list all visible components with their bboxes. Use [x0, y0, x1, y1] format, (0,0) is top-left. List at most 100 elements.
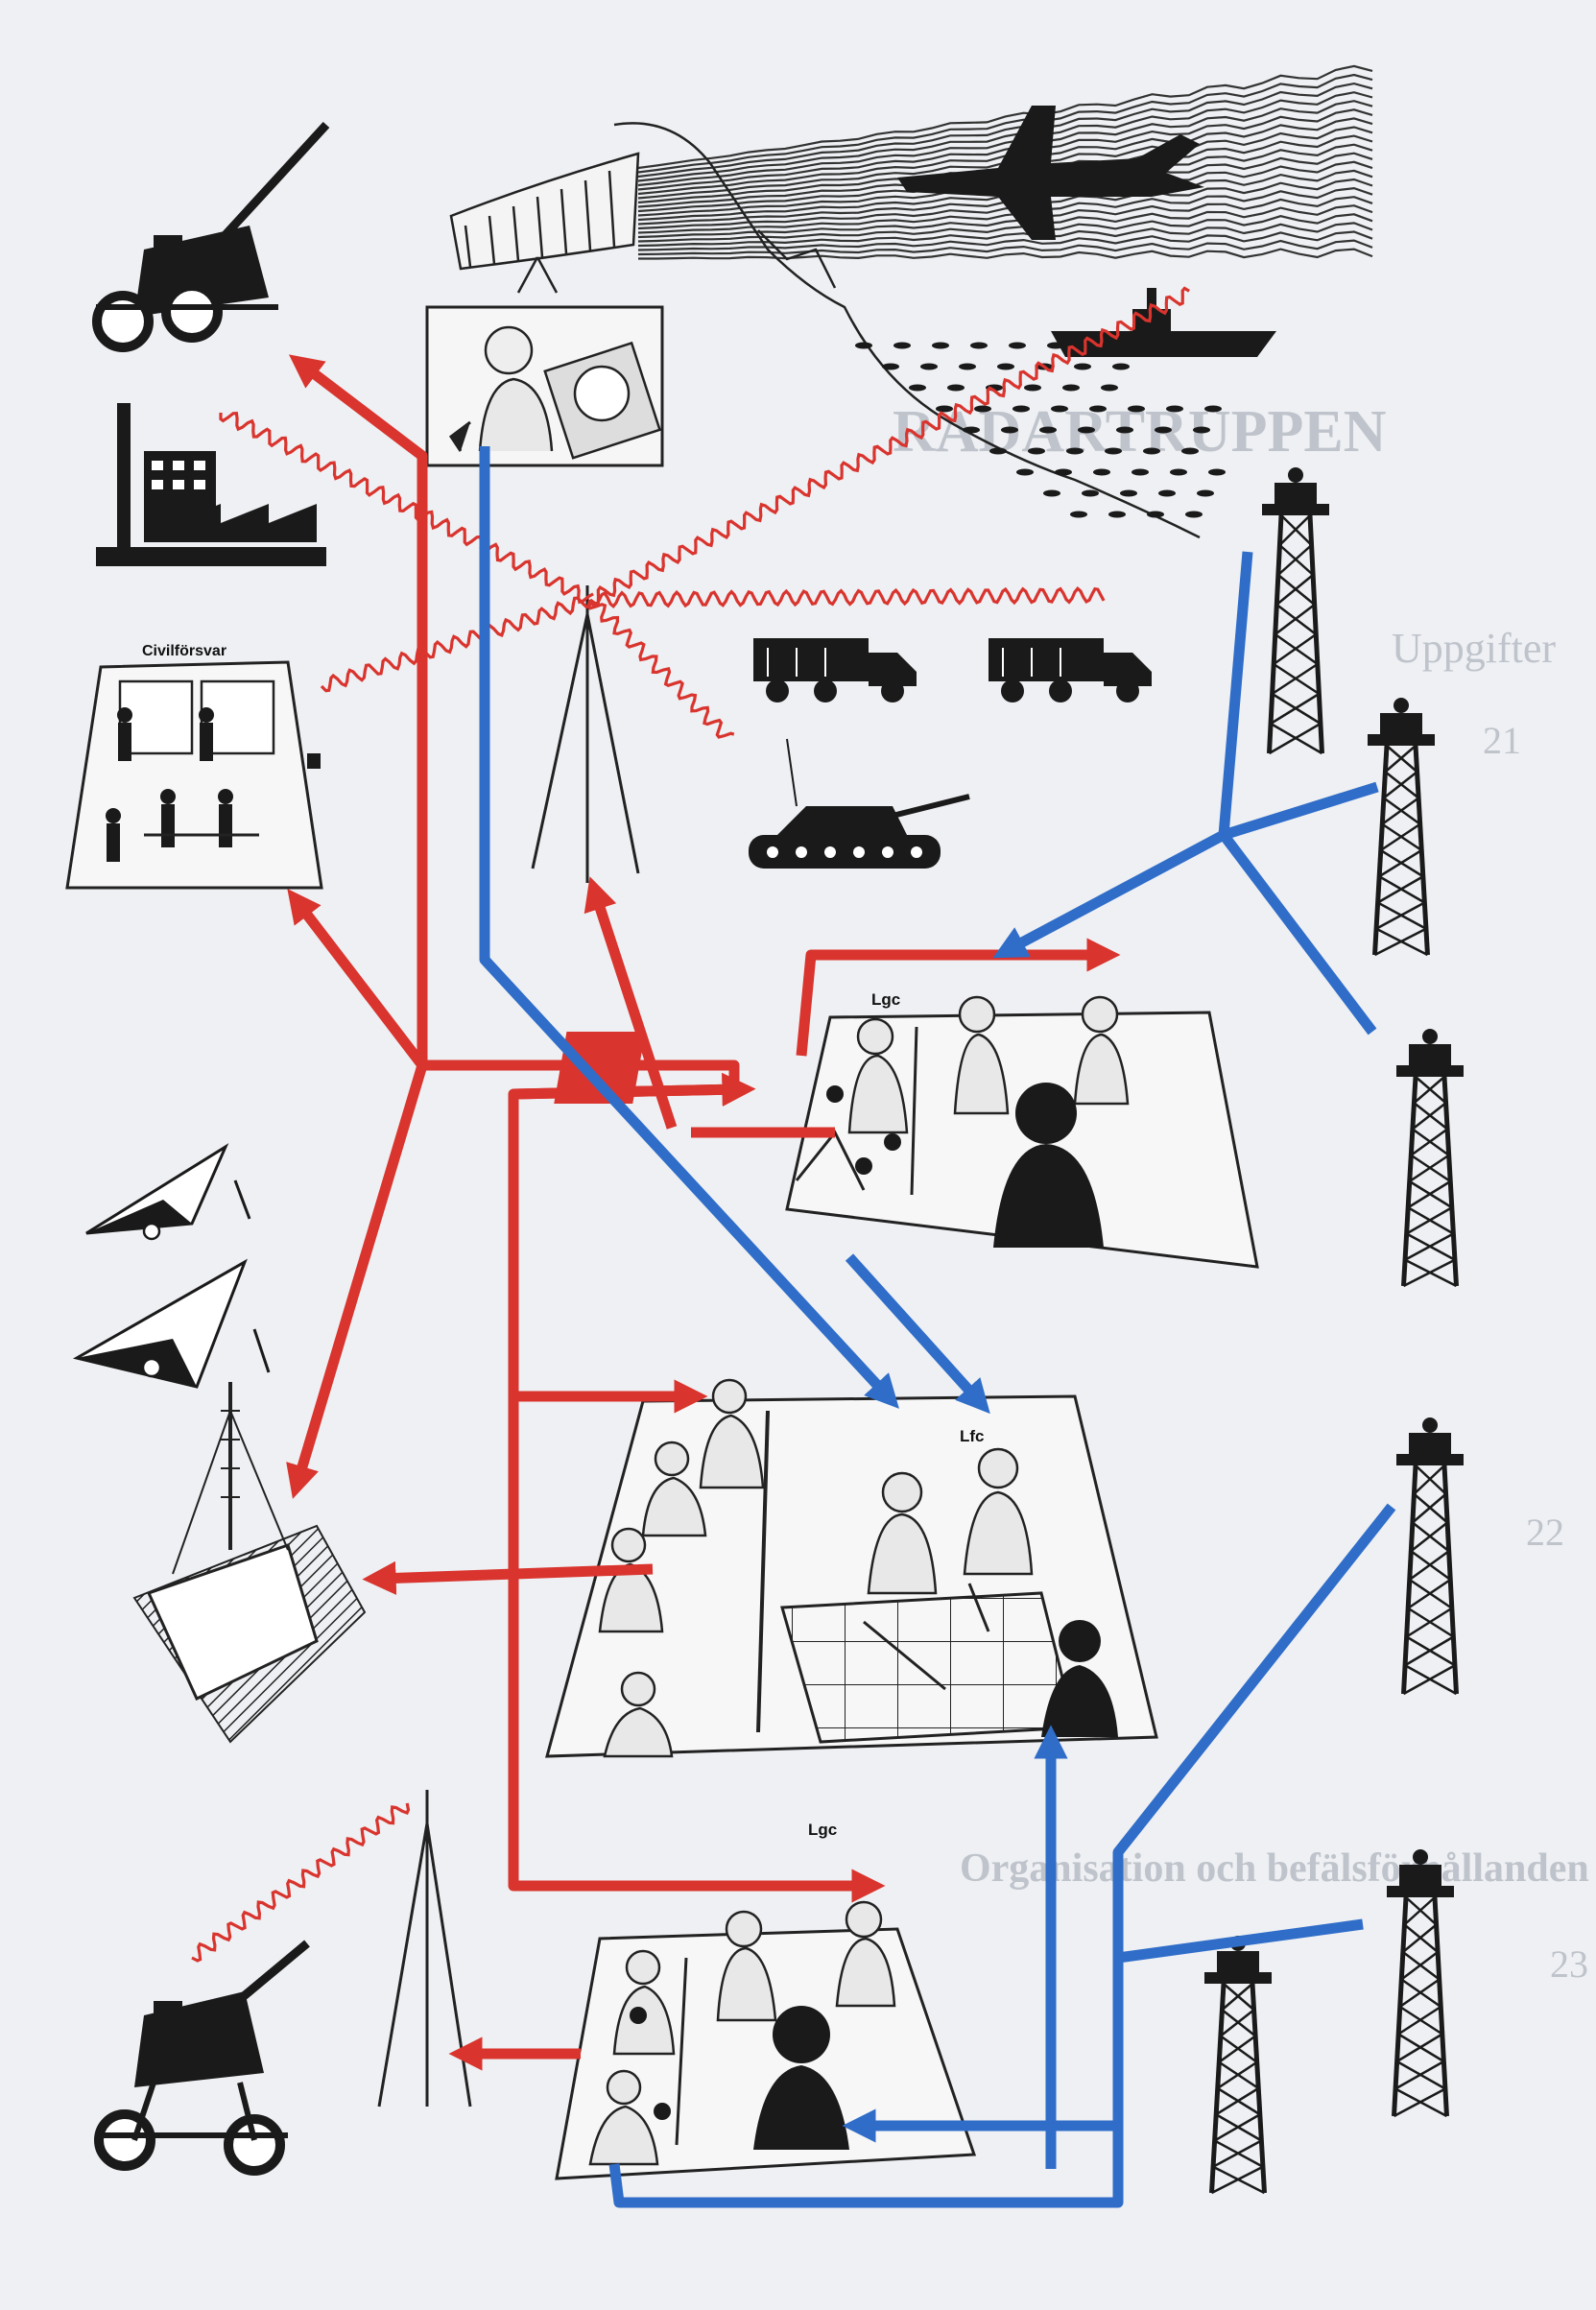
truck-icon-1: [753, 638, 917, 703]
sea-dash: [1158, 489, 1176, 497]
civil-defense-room-icon: [65, 660, 323, 890]
radio-wave: [586, 599, 735, 739]
sea-dash: [1001, 426, 1018, 434]
ghost-organization: Organisation och befälsförhållanden: [960, 1846, 1589, 1891]
camouflaged-shelter-icon: [132, 1382, 367, 1744]
sea-dash: [1043, 489, 1060, 497]
sea-dash: [1062, 384, 1080, 392]
coastline: [613, 122, 1201, 539]
sea-dash: [1204, 405, 1222, 413]
anti-aircraft-gun-bottom-icon: [94, 1940, 310, 2176]
fighter-jet-icon-2: [72, 1258, 271, 1389]
observation-tower-icon: [1262, 467, 1329, 755]
sea-dash: [1181, 447, 1199, 455]
sea-dash: [1028, 447, 1045, 455]
red-link-to-shelter: [286, 1063, 428, 1499]
blue-reporting-links: [479, 446, 1396, 2208]
sea-dash: [1074, 363, 1091, 370]
blue-link-tower3: [1219, 831, 1377, 1036]
observation-tower-icon: [1368, 698, 1435, 957]
sea-dash: [936, 405, 953, 413]
sea-dash: [1047, 342, 1064, 349]
sea-dash: [1009, 342, 1026, 349]
sea-dash: [1108, 511, 1126, 518]
beam-line: [637, 186, 1373, 230]
beam-line: [637, 196, 1373, 234]
sea-dash: [1124, 342, 1141, 349]
sea-dash: [1120, 489, 1137, 497]
sea-dash: [1101, 384, 1118, 392]
sea-dash: [1112, 363, 1130, 370]
observation-tower-icon: [1387, 1849, 1454, 2118]
red-link-to-shelter-bottom: [362, 1560, 654, 1595]
sea-dash: [997, 363, 1014, 370]
blue-link-radar-to-lfc: [479, 446, 899, 1409]
red-link-to-civil-defense: [287, 889, 427, 1069]
sea-dash: [1066, 447, 1084, 455]
sea-dash: [974, 405, 991, 413]
blue-link-tower2: [1222, 781, 1379, 841]
radio-wave: [219, 412, 594, 605]
factory-icon: [96, 403, 326, 566]
radio-wave: [320, 596, 592, 693]
truck-icon-2: [989, 638, 1152, 703]
sea-dash: [1166, 405, 1183, 413]
red-command-links: [286, 354, 1121, 2071]
beam-line: [637, 82, 1373, 179]
aircraft-icon: [897, 106, 1204, 240]
red-link-return: [512, 1072, 756, 1107]
beam-line: [637, 239, 1373, 256]
sea-dash: [1055, 468, 1072, 476]
sea-dash: [1155, 426, 1172, 434]
sea-dash: [882, 363, 899, 370]
sea-dash: [1147, 511, 1164, 518]
civil-defense-label: Civilförsvar: [142, 643, 226, 659]
ghost-paragraph-number-1: 21: [1483, 719, 1521, 762]
sea-dash: [1093, 468, 1110, 476]
red-link-to-gun-top: [288, 354, 428, 1065]
sea-dash: [1116, 426, 1133, 434]
sea-dash: [1051, 405, 1068, 413]
beam-line: [638, 248, 1373, 260]
fighter-jet-icon: [85, 1143, 251, 1241]
radio-wave: [191, 1802, 411, 1963]
sea-dash: [1016, 468, 1034, 476]
beam-line: [637, 108, 1373, 191]
beam-line: [637, 100, 1373, 187]
sea-dash: [947, 384, 965, 392]
sea-dash: [1105, 447, 1122, 455]
beam-line: [637, 91, 1373, 182]
sea-dash: [1128, 405, 1145, 413]
sea-dash: [1078, 426, 1095, 434]
blue-link-tower5: [1117, 1918, 1364, 1964]
blue-link-towers-to-lgc-bottom: [608, 1503, 1396, 2208]
sea-dash: [1089, 405, 1107, 413]
lfc-room-icon: [545, 1378, 1158, 1758]
ghost-subheading: Uppgifter: [1392, 625, 1556, 672]
sea-dash: [1185, 511, 1203, 518]
antenna-mast-top-icon: [531, 585, 640, 883]
ghost-paragraph-number-3: 23: [1550, 1942, 1588, 1986]
sea-waves: [855, 342, 1226, 518]
sea-dash: [893, 342, 911, 349]
ghost-paragraph-number-2: 22: [1526, 1511, 1564, 1554]
sea-dash: [970, 342, 988, 349]
sea-dash: [959, 363, 976, 370]
beam-line: [637, 73, 1373, 174]
radar-antenna-icon: [449, 152, 640, 294]
observation-towers: [1204, 467, 1464, 2195]
radio-wave-links: [191, 286, 1190, 1963]
anti-aircraft-gun-top-icon: [92, 121, 330, 352]
lgc-bottom-label: Lgc: [808, 1821, 837, 1839]
sea-dash: [855, 342, 872, 349]
beam-line: [637, 64, 1373, 170]
radio-wave: [588, 586, 1106, 608]
sea-dash: [1143, 447, 1160, 455]
sea-dash: [932, 342, 949, 349]
radar-operator-icon: [425, 305, 664, 467]
sea-dash: [1197, 489, 1214, 497]
observation-tower-icon: [1204, 1936, 1272, 2195]
blue-link-lgc-to-lfc: [845, 1253, 990, 1415]
